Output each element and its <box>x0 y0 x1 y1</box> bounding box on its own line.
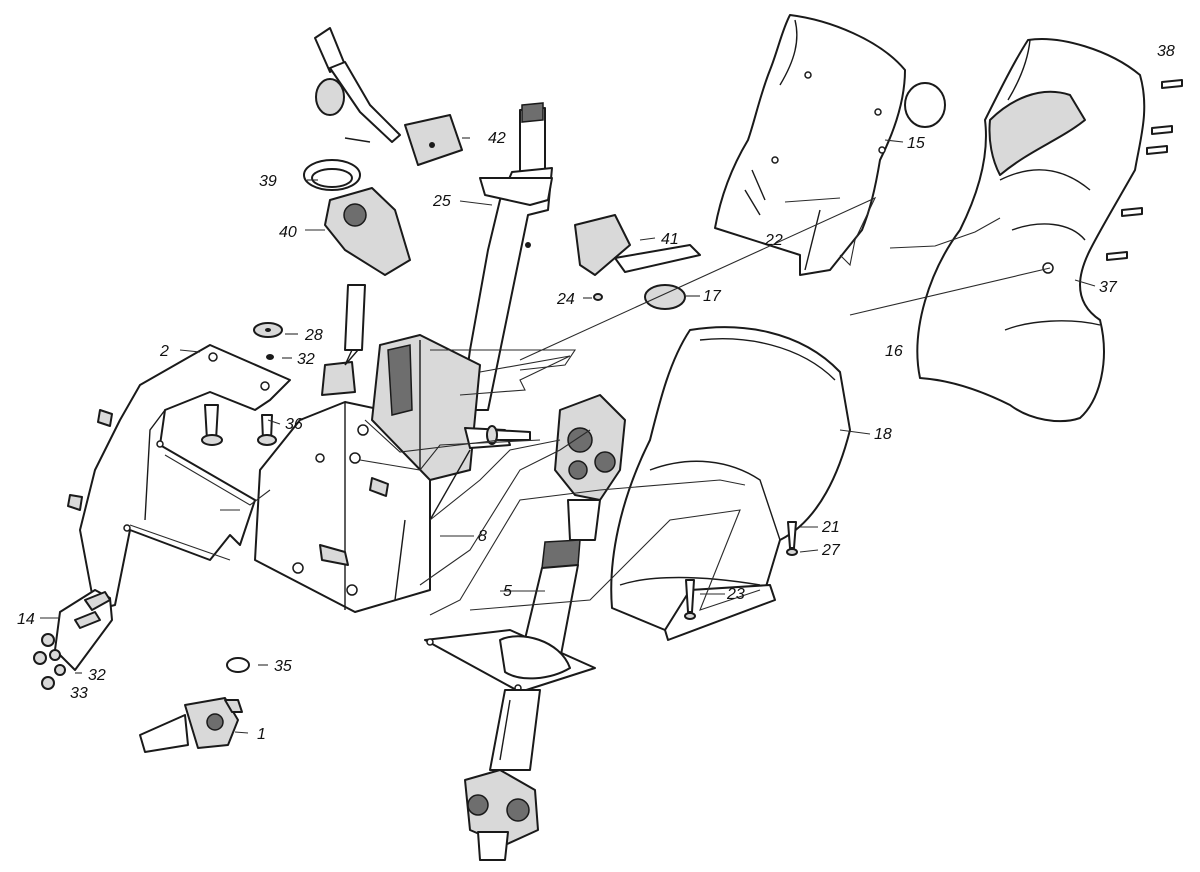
callout-leaders <box>40 137 1096 734</box>
callout-28: 28 <box>304 327 323 344</box>
column-flange-plate <box>424 629 596 693</box>
column-switch-housing <box>371 334 511 521</box>
part-5-intermediate-shaft <box>519 394 626 661</box>
part-39-ring-seal <box>303 159 361 191</box>
callout-5: 5 <box>503 583 512 600</box>
callout-36: 36 <box>285 416 303 433</box>
callout-18: 18 <box>874 426 892 443</box>
part-1-fitting <box>139 697 243 753</box>
callout-33: 33 <box>70 685 88 702</box>
callout-32-upper: 32 <box>297 351 315 368</box>
callout-17: 17 <box>703 288 722 305</box>
callout-38: 38 <box>1157 43 1175 60</box>
part-15-cover-panel <box>714 14 906 276</box>
part-36-bolts <box>201 404 531 446</box>
callout-labels: 1 2 5 8 14 15 16 17 18 21 22 23 24 25 27… <box>17 43 1175 743</box>
assembly-guide-lines <box>129 196 1051 616</box>
callout-2: 2 <box>159 343 169 360</box>
callout-25: 25 <box>432 193 451 210</box>
callout-24: 24 <box>556 291 575 308</box>
part-42-combination-switch-lever <box>314 27 463 166</box>
part-14-clamp-plate <box>33 589 113 690</box>
callout-8: 8 <box>478 528 487 545</box>
lower-shaft-universal-joint <box>464 689 541 861</box>
callout-15: 15 <box>907 135 925 152</box>
callout-42: 42 <box>488 130 506 147</box>
part-24-screw <box>593 293 603 301</box>
part-32-nut-upper <box>266 354 274 360</box>
callout-27: 27 <box>821 542 841 559</box>
callout-14: 14 <box>17 611 35 628</box>
part-41-wiper-switch-lever <box>574 214 701 310</box>
part-40-ignition-switch <box>321 187 411 396</box>
callout-40: 40 <box>279 224 297 241</box>
part-8-bracket-housing <box>254 401 431 613</box>
callout-22: 22 <box>764 232 783 249</box>
part-2-mounting-bracket <box>67 344 291 611</box>
part-38-screws <box>1106 79 1183 261</box>
callout-41: 41 <box>661 231 679 248</box>
callout-37: 37 <box>1099 279 1118 296</box>
callout-35: 35 <box>274 658 292 675</box>
fasteners-21-23-27 <box>684 521 798 620</box>
callout-32-lower: 32 <box>88 667 106 684</box>
grommet-round-cap <box>904 82 946 128</box>
callout-16: 16 <box>885 343 903 360</box>
callout-1: 1 <box>257 726 266 743</box>
part-35-o-ring <box>226 657 250 673</box>
callout-21: 21 <box>821 519 840 536</box>
callout-39: 39 <box>259 173 277 190</box>
part-16-upper-shroud <box>916 38 1146 423</box>
part-28-washer <box>253 322 283 338</box>
callout-23: 23 <box>726 586 745 603</box>
